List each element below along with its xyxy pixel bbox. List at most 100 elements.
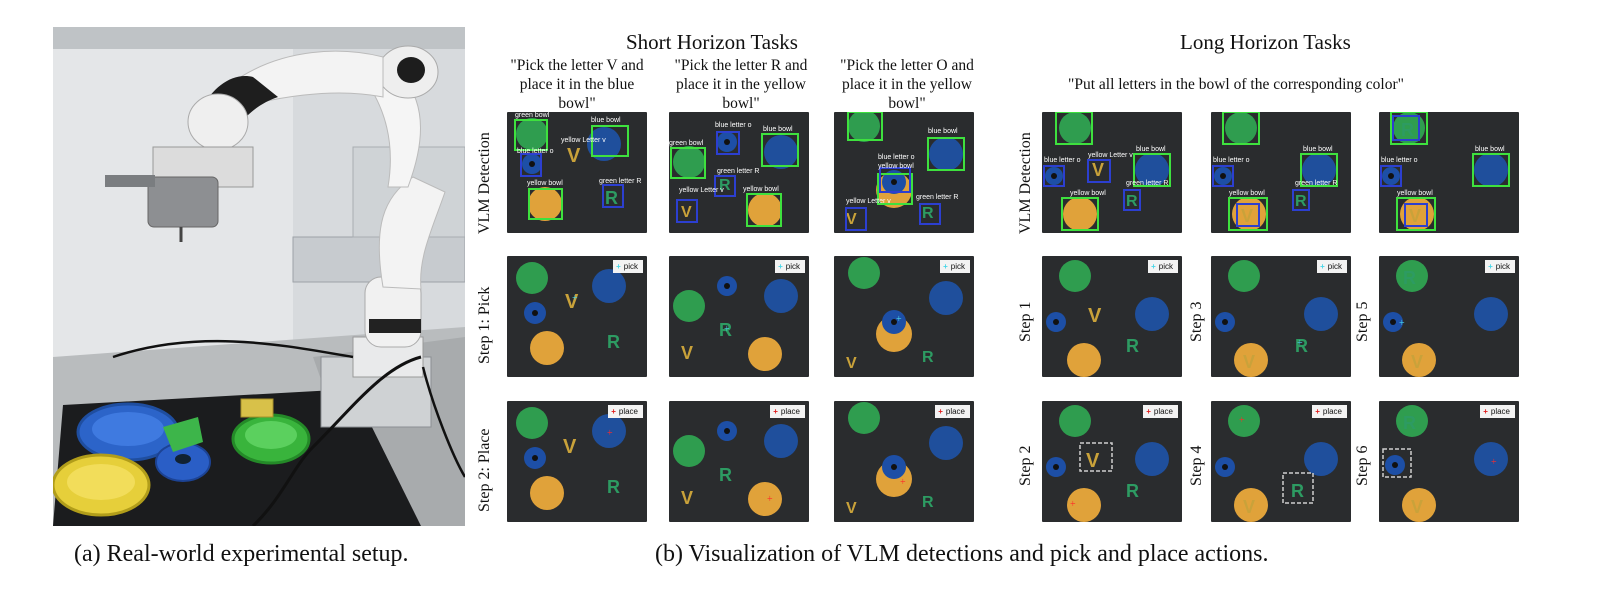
- svg-text:V: V: [1088, 305, 1102, 327]
- task-label-v: "Pick the letter V and place it in the b…: [510, 57, 644, 112]
- svg-text:V: V: [846, 500, 857, 517]
- short-r-pick-panel: R V + +pick: [669, 256, 809, 377]
- det-label-blue-letter-o-4: blue letter o: [1044, 157, 1081, 164]
- short-horizon-title: Short Horizon Tasks: [626, 30, 798, 54]
- det-label-yellow-bowl: yellow bowl: [527, 180, 563, 187]
- svg-text:R: R: [607, 477, 620, 497]
- long-c-detection-panel: R V blue letter o blue bowl yellow bowl: [1379, 112, 1519, 233]
- place-legend-2: +place: [770, 405, 805, 418]
- place-legend: +place: [608, 405, 643, 418]
- setup-photo: [53, 27, 465, 526]
- svg-text:R: R: [719, 320, 732, 340]
- det-label-green-letter-r-5: green letter R: [1295, 180, 1338, 187]
- det-label-green-letter-r-2: green letter R: [717, 168, 760, 175]
- long-step4-panel: V R + +place: [1211, 401, 1351, 522]
- det-label-blue-letter-o-5: blue letter o: [1213, 157, 1250, 164]
- svg-text:R: R: [607, 332, 620, 352]
- long-step3-label: Step 3: [1188, 301, 1205, 342]
- svg-text:+: +: [1239, 415, 1245, 426]
- svg-text:+: +: [1491, 457, 1497, 468]
- det-label-blue-bowl-3: blue bowl: [928, 128, 958, 135]
- task-label-o: "Pick the letter O and place it in the y…: [840, 57, 974, 112]
- long-step6-label: Step 6: [1354, 445, 1371, 486]
- short-o-pick-panel: V R + +pick: [834, 256, 974, 377]
- det-label-blue-bowl-5: blue bowl: [1303, 146, 1333, 153]
- det-label-green-bowl: green bowl: [515, 112, 550, 119]
- svg-text:R: R: [1126, 336, 1139, 356]
- long-b-detection-panel: V R blue letter o blue bowl green letter…: [1211, 112, 1351, 233]
- det-label-blue-letter-o-3: blue letter o: [878, 154, 915, 161]
- long-step5-label: Step 5: [1354, 301, 1371, 342]
- long-step2-label: Step 2: [1017, 445, 1034, 486]
- svg-text:R: R: [1295, 336, 1308, 356]
- long-horizon-title: Long Horizon Tasks: [1180, 30, 1351, 54]
- det-label-yellow-bowl-6: yellow bowl: [1397, 190, 1433, 197]
- svg-text:R: R: [1403, 268, 1416, 288]
- svg-text:V: V: [681, 204, 692, 221]
- caption-b: (b) Visualization of VLM detections and …: [655, 541, 1269, 567]
- svg-text:R: R: [1126, 481, 1139, 501]
- svg-text:V: V: [565, 291, 579, 313]
- row-label-vlm-detection: VLM Detection: [476, 132, 493, 234]
- task-label-r: "Pick the letter R and place it in the y…: [674, 57, 808, 112]
- svg-text:R: R: [1403, 413, 1416, 433]
- svg-text:R: R: [1291, 481, 1304, 501]
- short-v-detection-panel: V R green bowl blue bowl yellow Letter v…: [507, 112, 647, 233]
- place-legend-5: +place: [1312, 405, 1347, 418]
- svg-text:V: V: [1086, 450, 1100, 472]
- det-label-yellow-letter-v-4: yellow Letter v: [1088, 152, 1133, 159]
- svg-text:R: R: [922, 349, 934, 366]
- long-step1-panel: V R +pick: [1042, 256, 1182, 377]
- svg-text:V: V: [1411, 352, 1423, 372]
- svg-text:V: V: [846, 355, 857, 372]
- svg-text:V: V: [1241, 206, 1253, 226]
- pick-legend-2: +pick: [775, 260, 805, 273]
- pick-legend-3: +pick: [940, 260, 970, 273]
- svg-text:R: R: [605, 188, 618, 208]
- det-label-yellow-bowl-2: yellow bowl: [743, 186, 779, 193]
- long-step5-panel: R V + +pick: [1379, 256, 1519, 377]
- svg-text:+: +: [572, 293, 578, 304]
- long-a-detection-panel: V R blue letter o yellow Letter v blue b…: [1042, 112, 1182, 233]
- pick-legend-4: +pick: [1148, 260, 1178, 273]
- short-r-place-panel: R V + +place: [669, 401, 809, 522]
- place-legend-6: +place: [1480, 405, 1515, 418]
- short-o-place-panel: V R + +place: [834, 401, 974, 522]
- det-label-yellow-letter-v-3: yellow Letter v: [846, 198, 891, 205]
- long-step1-label: Step 1: [1017, 301, 1034, 342]
- svg-text:R: R: [719, 177, 731, 194]
- long-step4-label: Step 4: [1188, 445, 1205, 486]
- svg-text:V: V: [681, 343, 693, 363]
- det-label-blue-bowl-6: blue bowl: [1475, 146, 1505, 153]
- svg-text:+: +: [724, 324, 730, 335]
- pick-legend-6: +pick: [1485, 260, 1515, 273]
- svg-text:R: R: [922, 205, 934, 222]
- svg-text:+: +: [1399, 318, 1405, 329]
- svg-text:V: V: [1243, 352, 1255, 372]
- pick-legend: +pick: [613, 260, 643, 273]
- svg-text:R: R: [1295, 193, 1307, 210]
- place-legend-3: +place: [935, 405, 970, 418]
- det-label-blue-letter-o-2: blue letter o: [715, 122, 752, 129]
- svg-text:R: R: [922, 494, 934, 511]
- svg-text:+: +: [607, 428, 613, 439]
- det-label-blue-bowl-4: blue bowl: [1136, 146, 1166, 153]
- svg-text:R: R: [719, 465, 732, 485]
- svg-text:+: +: [767, 494, 773, 505]
- det-label-blue-letter-o: blue letter o: [517, 148, 554, 155]
- svg-text:V: V: [846, 211, 857, 228]
- det-label-blue-bowl-2: blue bowl: [763, 126, 793, 133]
- svg-text:+: +: [1297, 338, 1303, 349]
- det-label-green-letter-r: green letter R: [599, 178, 642, 185]
- long-step3-panel: V R + +pick: [1211, 256, 1351, 377]
- svg-text:V: V: [567, 145, 581, 167]
- pick-legend-5: +pick: [1317, 260, 1347, 273]
- det-label-blue-bowl: blue bowl: [591, 117, 621, 124]
- svg-text:V: V: [1409, 206, 1421, 226]
- short-v-place-panel: V R + +place: [507, 401, 647, 522]
- robot-scene-illustration: [53, 27, 465, 526]
- det-label-yellow-bowl-3: yellow bowl: [878, 163, 914, 170]
- det-label-green-letter-r-4: green letter R: [1126, 180, 1169, 187]
- det-label-yellow-bowl-4: yellow bowl: [1070, 190, 1106, 197]
- caption-a: (a) Real-world experimental setup.: [74, 541, 409, 567]
